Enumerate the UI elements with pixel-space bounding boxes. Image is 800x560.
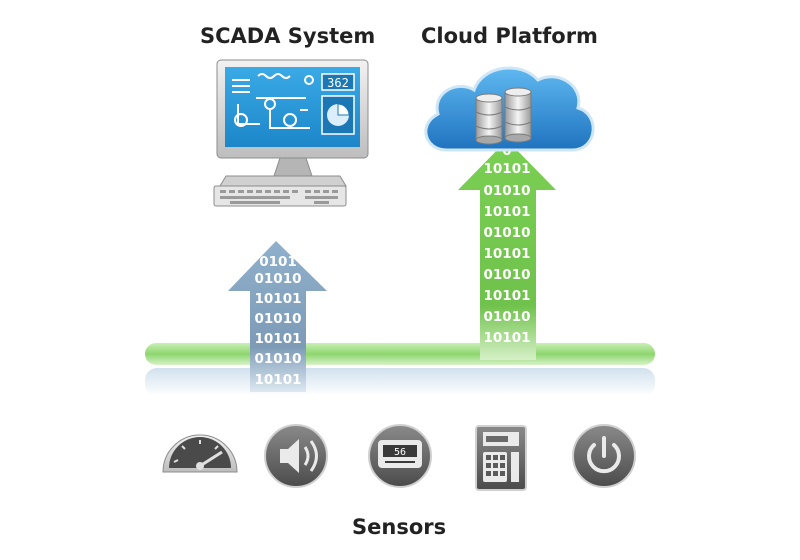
- arrow-bits: 10101: [484, 246, 531, 262]
- arrow-bits: 01010: [484, 309, 531, 325]
- arrow-bits: 01010: [484, 225, 531, 241]
- keypad-device-icon: [475, 425, 527, 491]
- keyboard-icon: [213, 175, 347, 207]
- arrow-bits: 10101: [255, 291, 302, 307]
- scada-readout: 362: [327, 76, 349, 90]
- speaker-icon: [264, 424, 328, 488]
- power-icon: [572, 424, 636, 488]
- meter-icon: 56: [368, 424, 432, 488]
- arrow-bits: 01010: [255, 311, 302, 327]
- scada-system-label: SCADA System: [200, 24, 376, 48]
- sensor-icons-row: 56: [162, 424, 636, 491]
- arrow-bits: 10101: [255, 331, 302, 347]
- arrow-bits: 10101: [484, 330, 531, 346]
- arrow-bits: 10101: [484, 204, 531, 220]
- cloud-platform: [424, 66, 595, 152]
- meter-readout: 56: [394, 447, 406, 458]
- arrow-bits: 01010: [255, 271, 302, 287]
- cloud-upload-arrow: 0 10101 01010 10101 01010 10101 01010 10…: [458, 140, 556, 360]
- scada-computer: 362: [213, 59, 369, 207]
- database-icon: [475, 87, 532, 145]
- sensors-label: Sensors: [352, 515, 447, 539]
- pie-chart-icon: [321, 95, 355, 135]
- data-bus: [145, 343, 655, 396]
- speedometer-icon: [162, 434, 238, 473]
- arrow-bits: 10101: [255, 372, 302, 388]
- arrow-bits: 10101: [484, 161, 531, 177]
- arrow-bits: 01010: [484, 183, 531, 199]
- arrow-bits: 01010: [484, 267, 531, 283]
- scada-upload-arrow: 0101 01010 10101 01010 10101 01010 10101: [228, 241, 327, 392]
- arrow-bits: 01010: [255, 351, 302, 367]
- cloud-platform-label: Cloud Platform: [421, 24, 598, 48]
- arrow-bits: 0101: [259, 254, 297, 270]
- arrow-bits: 10101: [484, 288, 531, 304]
